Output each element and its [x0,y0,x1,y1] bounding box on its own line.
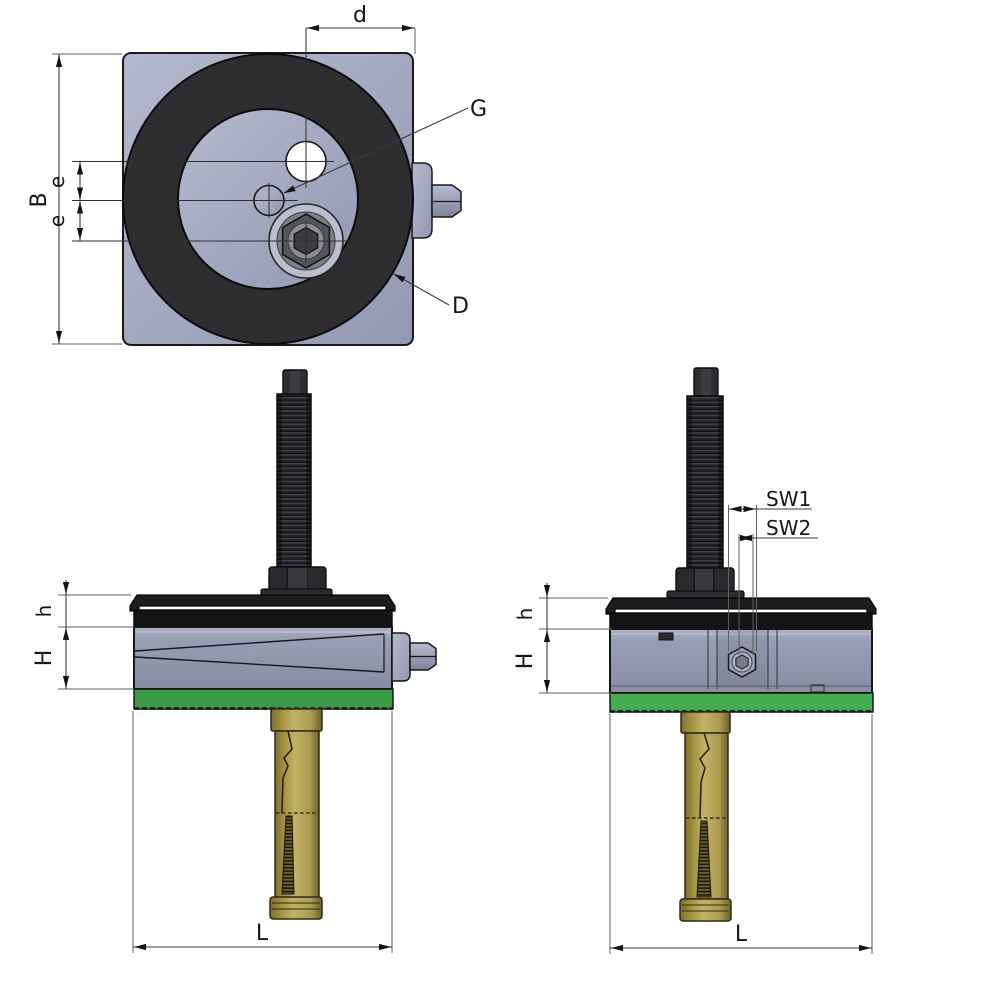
body-notch-left [658,632,674,641]
black-band [609,612,873,630]
dimension-d: d [306,3,416,54]
anchor-tip [269,896,323,920]
leader-D: D [393,273,469,319]
top-disc [129,594,396,612]
dim-label-SW1: SW1 [766,487,811,511]
side-boss-front [391,632,411,682]
stud-shade-left [687,396,692,570]
dim-label-SW2: SW2 [766,516,811,540]
anchor-serrated-wedge [696,820,712,898]
anchor-slot-crack [281,730,293,814]
dim-label-front-L: L [256,921,269,946]
dim-label-side-L: L [735,922,748,947]
stud-drive-head-face [701,369,711,395]
stud-shade-left [277,394,282,569]
anchor-serrated-wedge [281,815,295,895]
dimension-B: B [27,53,122,345]
threaded-stud [686,395,724,571]
dimension-SW1: SW1 [728,487,812,651]
stud-shade-right [718,396,723,570]
dimension-front-hH: h H [32,580,134,690]
dim-label-d: d [353,3,367,28]
stud-drive-head-face [290,371,300,395]
dimension-e: e e [45,161,84,241]
anchor-sleeve [274,730,320,900]
anchor-collar [270,708,323,732]
nut-mid-face [288,568,307,590]
dimension-front-L: L [132,711,393,953]
anchor-collar [680,711,731,734]
stud-shade-right [306,394,311,569]
nut-mid-face [695,569,713,591]
anchor-tip [679,898,732,922]
side-boss-top [411,162,433,239]
threaded-stud [276,393,312,570]
housing-body [133,626,393,690]
side-view [605,367,877,922]
stud-washer [666,590,745,599]
dimension-SW2: SW2 [738,516,818,655]
front-view [129,369,437,920]
dimension-side-L: L [609,714,873,954]
dim-label-front-H: H [32,650,57,667]
leader-G: G [283,97,487,194]
body-notch-right [810,684,825,693]
dim-label-B: B [27,192,52,207]
dimensions: d B e e G D [27,3,873,954]
dim-label-front-h: h [32,605,56,618]
dim-label-side-H: H [513,653,538,670]
dim-label-e-lower: e [45,215,69,227]
green-pad [133,688,394,710]
dimension-side-hH: h H [513,583,612,694]
side-screw-end-on [727,646,757,678]
dim-label-e-upper: e [45,176,69,188]
anchor-slot-crack [699,732,710,819]
dim-label-side-h: h [513,608,537,621]
dim-label-G: G [470,97,487,122]
black-band [133,609,393,628]
wedge-line-lower [134,656,385,673]
top-view [72,28,462,346]
embedded-hex-socket [735,654,749,670]
dim-label-D: D [452,294,469,319]
anchor-bolt-side [679,711,732,922]
wedge-line-upper [134,633,385,652]
top-disc [605,597,877,615]
green-pad [609,692,874,713]
anchor-bolt-front [269,708,323,920]
